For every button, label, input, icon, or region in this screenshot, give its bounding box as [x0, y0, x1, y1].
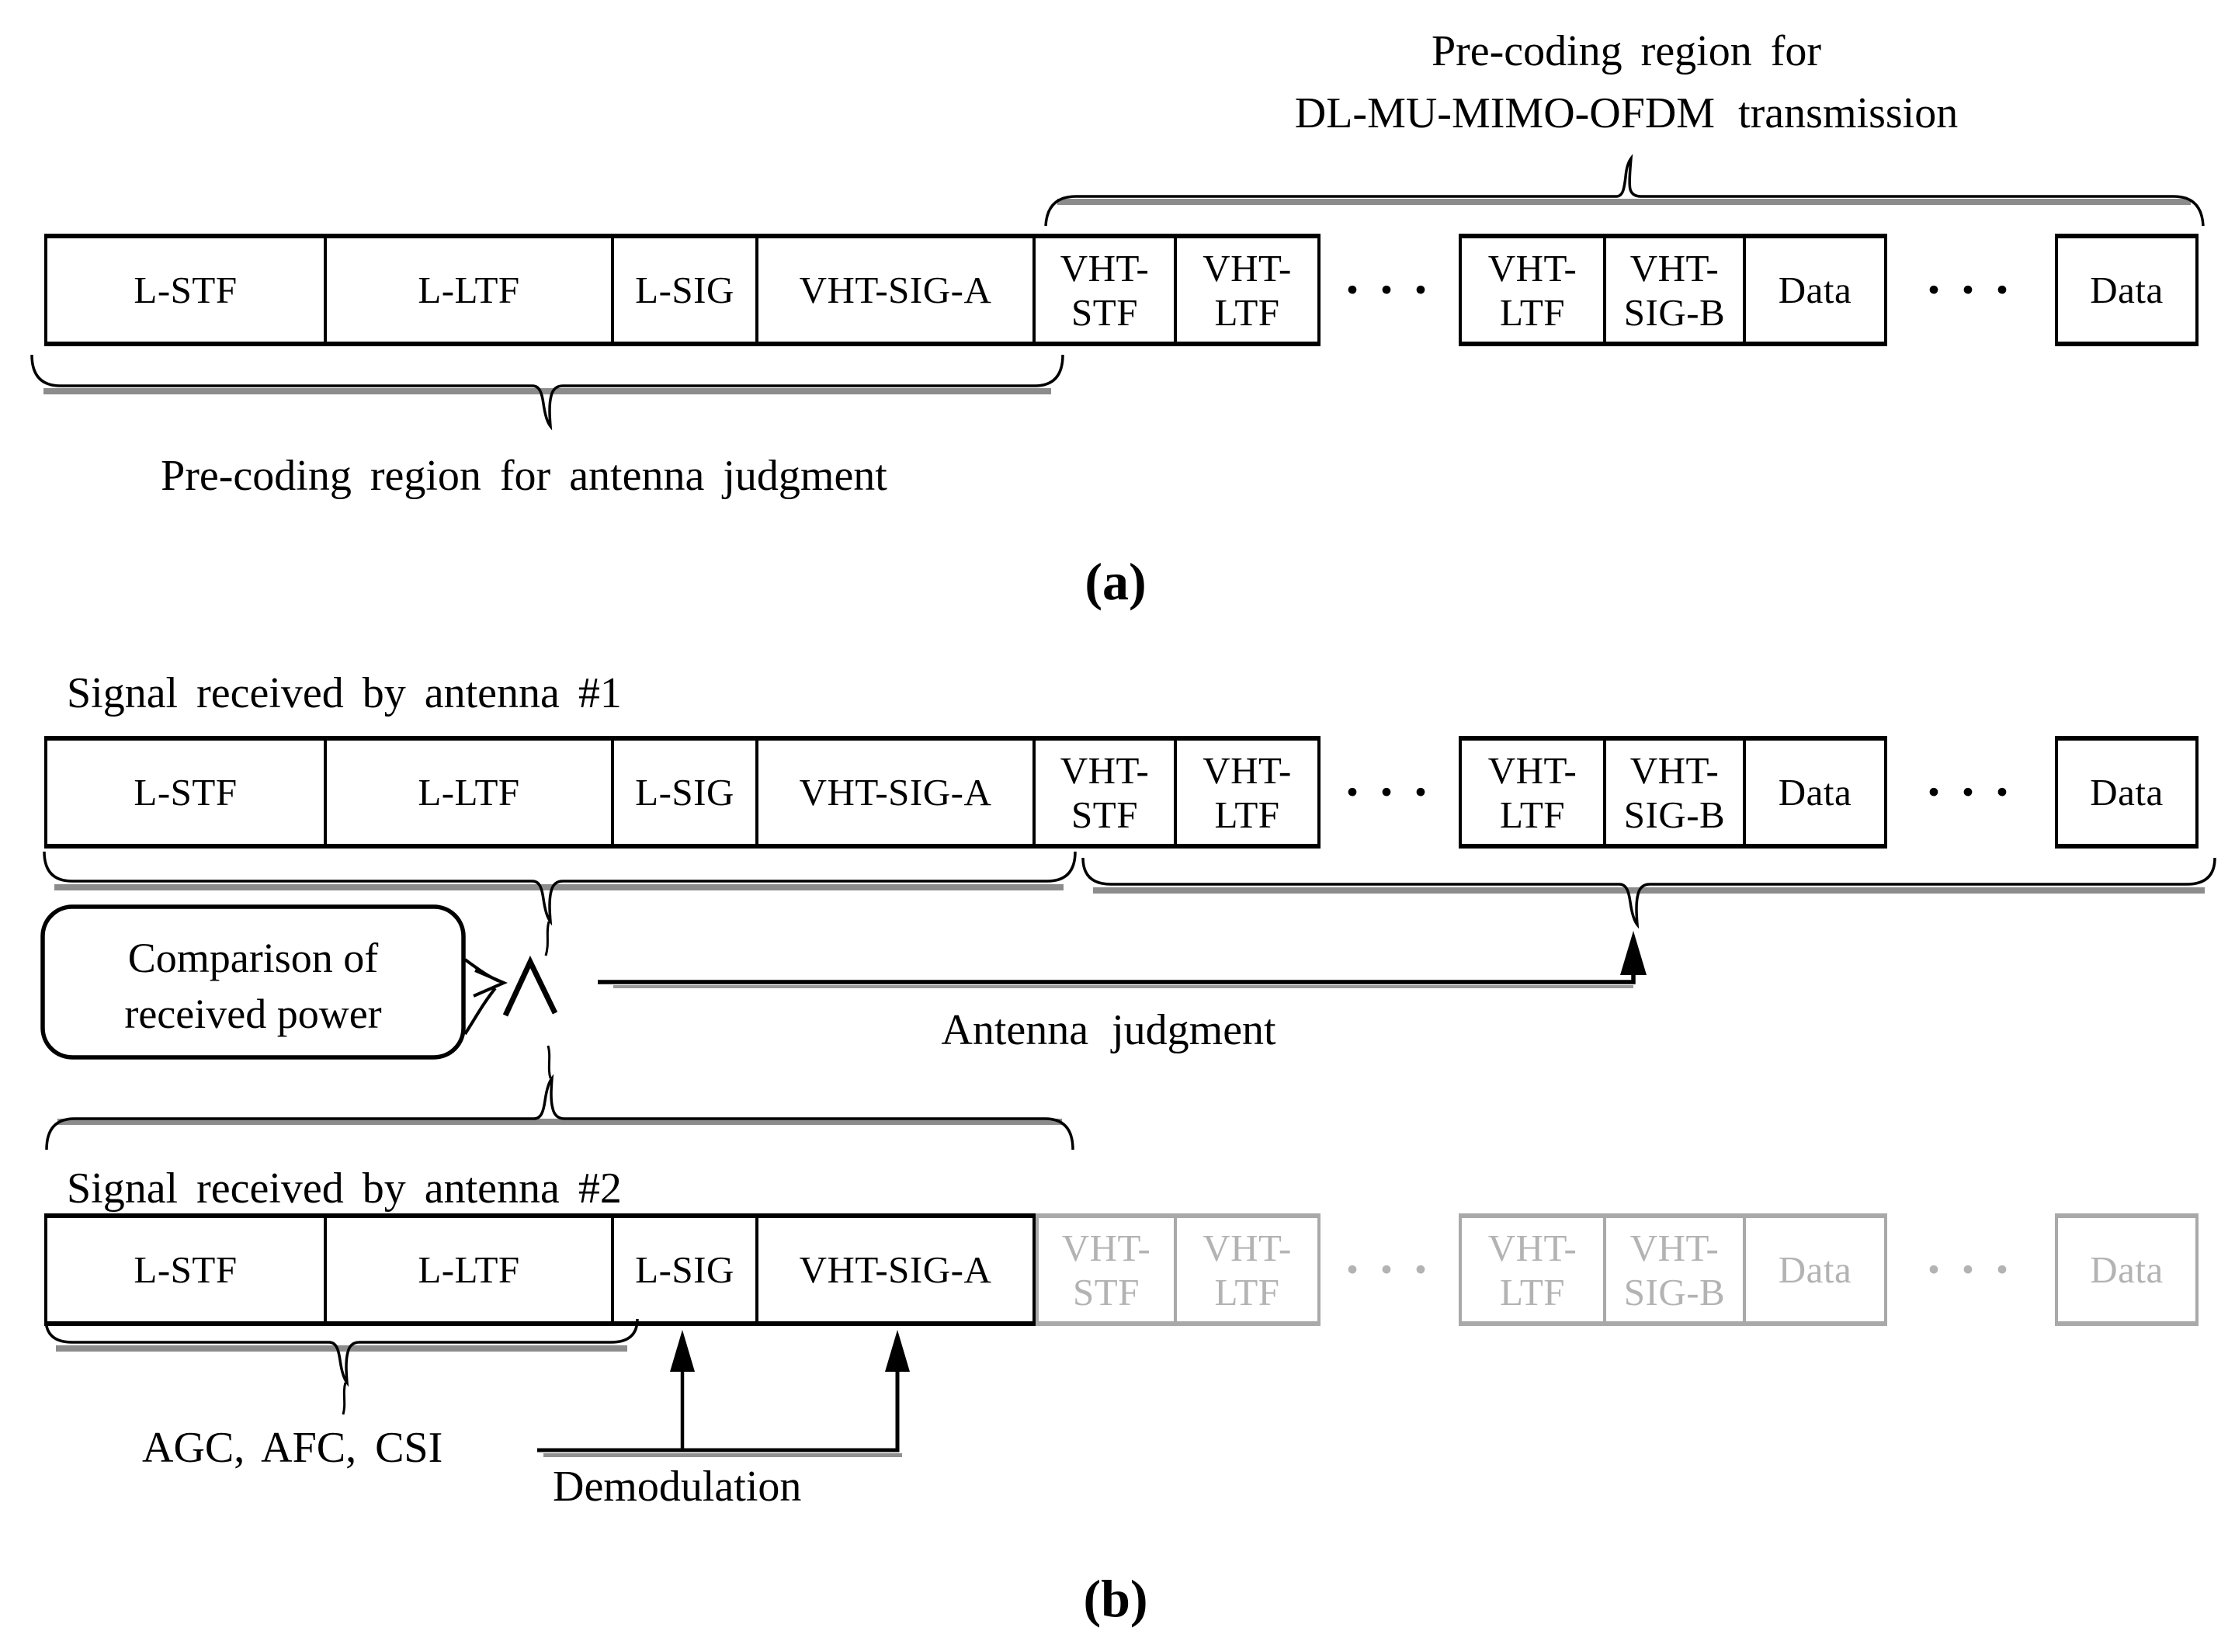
comparison-bubble-line1: Comparison of — [127, 935, 379, 981]
field-vht-sig-b: VHT- SIG-B — [1603, 736, 1746, 849]
demodulation-line-shadow — [543, 1453, 902, 1457]
bubble-tail-arrowhead-icon — [473, 969, 508, 998]
demodulation-connector-line — [537, 1371, 900, 1452]
brace-b1-right — [1081, 857, 2216, 929]
field-data: Data — [1743, 736, 1887, 849]
field-vht-ltf: VHT- LTF — [1174, 736, 1321, 849]
precoding-antenna-judgment-annotation: Pre-coding region for antenna judgment — [161, 452, 887, 500]
brace-a-top — [1044, 154, 2205, 227]
field-data: Data — [1743, 234, 1887, 346]
field-data-dimmed: Data — [1743, 1213, 1887, 1326]
field-vht-ltf-dimmed: VHT- LTF — [1174, 1213, 1321, 1326]
caption-b: (b) — [1083, 1569, 1148, 1628]
field-l-ltf: L-LTF — [324, 736, 614, 849]
demodulation-arrowhead1-icon — [670, 1330, 695, 1372]
antenna-judgment-arrowhead-icon — [1620, 931, 1647, 975]
brace-b1-right-shadow — [1093, 887, 2205, 894]
field-l-sig: L-SIG — [611, 736, 758, 849]
brace-b2-top — [45, 1074, 1074, 1150]
field-vht-sig-a: VHT-SIG-A — [755, 1213, 1036, 1326]
caption-a: (a) — [1085, 552, 1147, 611]
field-vht-stf: VHT- STF — [1032, 736, 1177, 849]
demodulation-arrowhead2-icon — [885, 1330, 910, 1372]
field-vht-sig-a: VHT-SIG-A — [755, 234, 1036, 346]
brace-b1-left-shadow — [54, 884, 1064, 890]
field-l-stf: L-STF — [44, 1213, 327, 1326]
comparison-bubble-text: Comparison of received power — [124, 930, 381, 1042]
frame-row-antenna2: L-STF L-LTF L-SIG VHT-SIG-A VHT- STF VHT… — [0, 1213, 2235, 1326]
frame-row-antenna1: L-STF L-LTF L-SIG VHT-SIG-A VHT- STF VHT… — [0, 736, 2235, 849]
frame-row-a: L-STF L-LTF L-SIG VHT-SIG-A VHT- STF VHT… — [0, 234, 2235, 346]
field-vht-ltf-2: VHT- LTF — [1459, 736, 1606, 849]
comparison-bubble-line2: received power — [124, 991, 382, 1037]
brace-b2-top-tail — [547, 1045, 552, 1079]
field-vht-stf-dimmed: VHT- STF — [1036, 1213, 1177, 1326]
field-vht-sig-a: VHT-SIG-A — [755, 736, 1036, 849]
ellipsis-dimmed: ··· — [1924, 1241, 2029, 1298]
brace-a-bottom-shadow — [43, 388, 1051, 394]
brace-a-bottom — [30, 354, 1064, 431]
brace-b2-top-shadow — [57, 1119, 1062, 1125]
brace-a-top-shadow — [1057, 199, 2191, 205]
comparison-bubble — [40, 904, 466, 1060]
precoding-dl-mu-mimo-line1: Pre-coding region for — [1431, 27, 1822, 75]
field-vht-sig-b: VHT- SIG-B — [1603, 234, 1746, 346]
field-data-2-dimmed: Data — [2055, 1213, 2199, 1326]
precoding-dl-mu-mimo-line2: DL-MU-MIMO-OFDM transmission — [1294, 89, 1959, 137]
field-data-2: Data — [2055, 234, 2199, 346]
ellipsis: ··· — [1343, 764, 1447, 821]
antenna1-title: Signal received by antenna #1 — [67, 669, 622, 717]
agc-afc-csi-label: AGC, AFC, CSI — [142, 1424, 443, 1472]
ellipsis-dimmed: ··· — [1343, 1241, 1447, 1298]
ellipsis: ··· — [1343, 262, 1447, 318]
brace-b1-left-tail — [544, 921, 550, 956]
field-l-stf: L-STF — [44, 234, 327, 346]
antenna-judgment-label: Antenna judgment — [941, 1006, 1276, 1054]
brace-b1-left — [43, 851, 1077, 926]
ellipsis: ··· — [1924, 262, 2029, 318]
brace-b2-bottom-shadow — [56, 1345, 627, 1352]
demodulation-label: Demodulation — [553, 1463, 802, 1511]
field-l-ltf: L-LTF — [324, 234, 614, 346]
brace-b2-bottom-tail — [342, 1382, 347, 1415]
ellipsis: ··· — [1924, 764, 2029, 821]
bubble-tail-lower — [463, 987, 497, 1036]
antenna2-title: Signal received by antenna #2 — [67, 1164, 622, 1213]
field-vht-ltf: VHT- LTF — [1174, 234, 1321, 346]
brace-b2-bottom — [44, 1318, 639, 1387]
antenna-judgment-arrow-line — [598, 975, 1636, 984]
antenna-judgment-line-shadow — [613, 985, 1633, 988]
comparison-caret-icon — [502, 955, 558, 1017]
field-data-2: Data — [2055, 736, 2199, 849]
field-vht-stf: VHT- STF — [1032, 234, 1177, 346]
field-vht-sig-b-dimmed: VHT- SIG-B — [1603, 1213, 1746, 1326]
precoding-dl-mu-mimo-annotation: Pre-coding region for DL-MU-MIMO-OFDM tr… — [1295, 20, 1958, 144]
